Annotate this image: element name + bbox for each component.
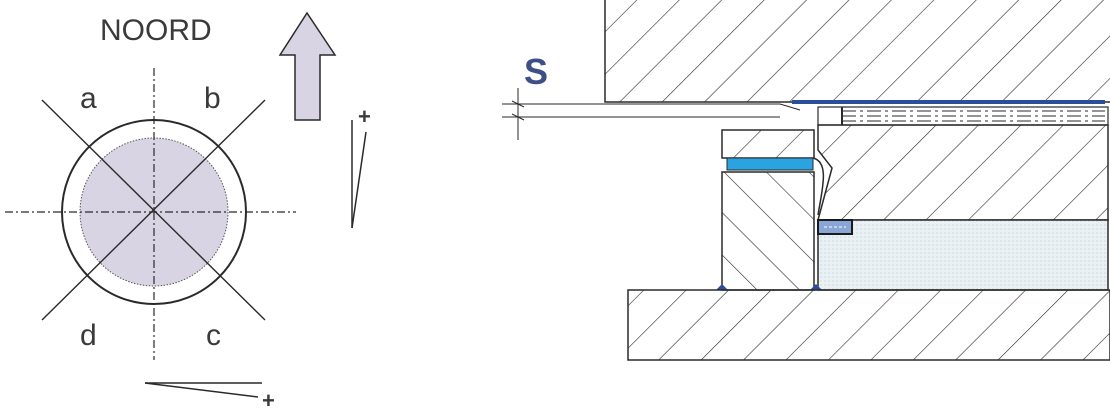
north-label: NOORD: [100, 14, 212, 47]
diagonal-bd: [41, 99, 266, 321]
vertical-tilt-indicator: [351, 120, 367, 229]
horizontal-plus-sign: +: [262, 388, 275, 412]
base-mark-right: [810, 284, 822, 290]
quadrant-label-a: a: [80, 82, 97, 115]
side-block-top: [721, 129, 815, 159]
grout-pad: [817, 219, 1109, 291]
seal-strip: [726, 157, 814, 171]
gap-label-s: S: [524, 51, 548, 92]
base-mark-left: [716, 284, 728, 290]
vertical-plus-sign: +: [358, 104, 371, 129]
connecting-web: [812, 157, 825, 216]
quadrant-label-d: d: [80, 319, 97, 352]
upper-block: [604, 0, 1110, 103]
base-slab: [627, 289, 1110, 361]
top-plate-dashes: [841, 107, 1105, 125]
gap-dimension: [502, 88, 801, 140]
quadrant-label-b: b: [204, 82, 221, 115]
horizontal-tilt-indicator: [144, 382, 262, 398]
north-arrow-icon: [278, 11, 337, 121]
quadrant-label-c: c: [206, 319, 221, 352]
bearing-main-body: [817, 124, 1109, 221]
side-block-bottom: [721, 171, 815, 291]
